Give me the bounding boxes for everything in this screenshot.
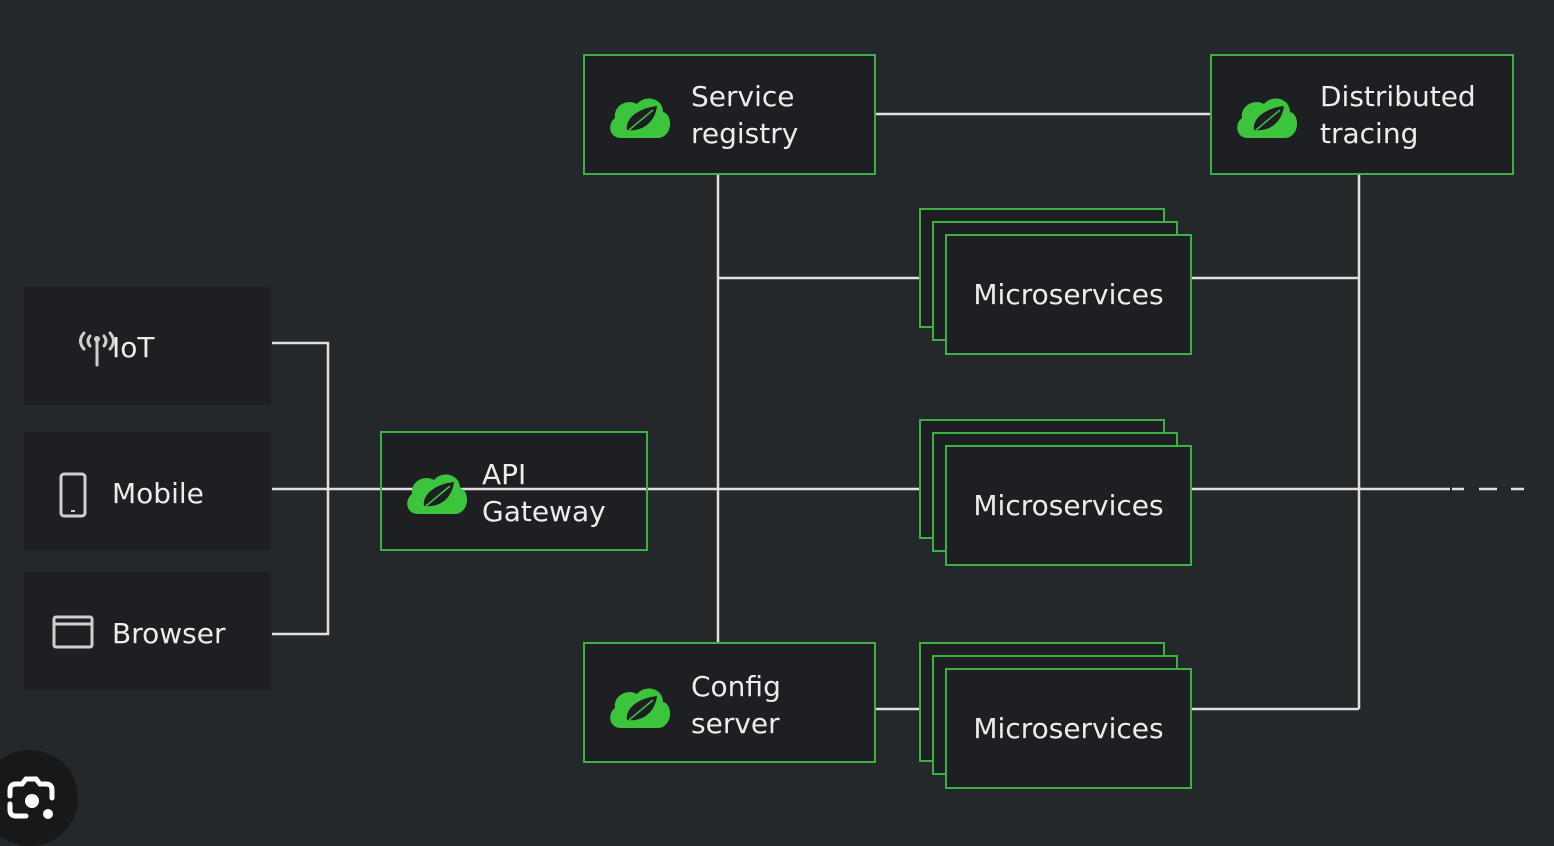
google-lens-button[interactable] bbox=[0, 750, 78, 846]
antenna-icon bbox=[79, 331, 115, 367]
microservice-card-front: Microservices bbox=[945, 668, 1192, 789]
microservice-card-front: Microservices bbox=[945, 234, 1192, 355]
config-server-label: Config server bbox=[691, 670, 781, 740]
client-label: Mobile bbox=[112, 477, 204, 510]
microservices-label: Microservices bbox=[973, 489, 1164, 522]
config-server-box: Config server bbox=[583, 642, 876, 763]
client-iot: IoT bbox=[24, 287, 271, 405]
distributed-tracing-label: Distributed tracing bbox=[1320, 80, 1476, 150]
google-lens-icon bbox=[7, 776, 55, 819]
client-mobile: Mobile bbox=[24, 432, 271, 550]
client-label: IoT bbox=[112, 331, 155, 364]
distributed-tracing-box: Distributed tracing bbox=[1210, 54, 1514, 175]
microservices-stack-3: Microservices bbox=[919, 642, 1192, 790]
spring-leaf-cloud-icon bbox=[610, 98, 671, 138]
spring-leaf-cloud-icon bbox=[407, 474, 468, 514]
microservices-stack-1: Microservices bbox=[919, 208, 1192, 356]
microservices-label: Microservices bbox=[973, 278, 1164, 311]
spring-leaf-cloud-icon bbox=[610, 688, 671, 728]
microservice-card-front: Microservices bbox=[945, 445, 1192, 566]
microservices-stack-2: Microservices bbox=[919, 419, 1192, 567]
service-registry-label: Service registry bbox=[691, 80, 799, 150]
service-registry-box: Service registry bbox=[583, 54, 876, 175]
browser-window-icon bbox=[52, 615, 94, 649]
mobile-phone-icon bbox=[59, 472, 87, 518]
microservices-label: Microservices bbox=[973, 712, 1164, 745]
client-browser: Browser bbox=[24, 572, 271, 690]
api-gateway-label: API Gateway bbox=[482, 458, 606, 528]
client-label: Browser bbox=[112, 617, 226, 650]
spring-leaf-cloud-icon bbox=[1237, 98, 1298, 138]
